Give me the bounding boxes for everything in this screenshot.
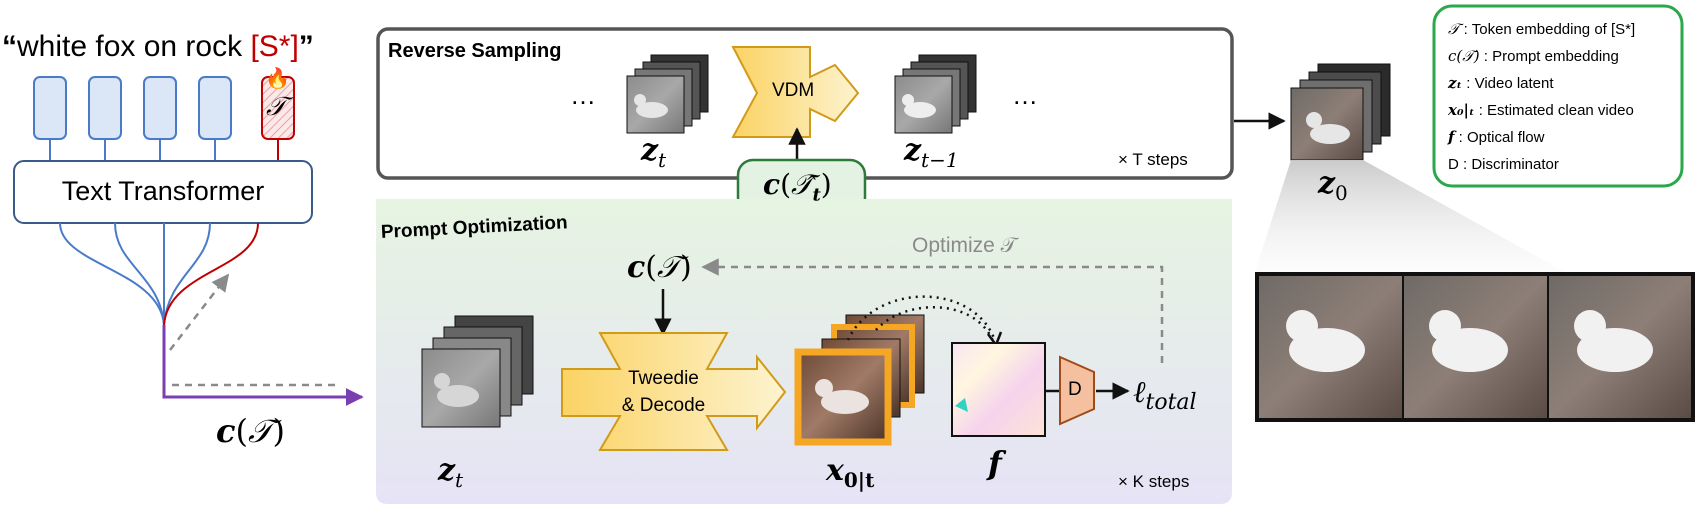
legend-row: 𝒯 : Token embedding of [S*] xyxy=(1448,16,1635,43)
zoom-funnel xyxy=(1255,160,1565,272)
cond-sub: t xyxy=(812,184,821,206)
reverse-zt-sub: t xyxy=(658,148,667,172)
loss-label: ℓtotal xyxy=(1133,375,1197,415)
legend-box xyxy=(1432,4,1684,188)
legend-row-text: : Optical flow xyxy=(1454,129,1545,146)
reverse-zt-label: zt xyxy=(641,133,666,172)
legend-row-text: : Prompt embedding xyxy=(1479,48,1619,65)
reverse-zt1-sub: t−1 xyxy=(921,148,959,172)
reverse-ellipsis-right: … xyxy=(1012,80,1038,110)
reverse-ellipsis-left: … xyxy=(570,80,596,110)
vdm-block xyxy=(731,46,860,138)
discriminator-label: D xyxy=(1068,379,1082,400)
reverse-zt1-stack xyxy=(894,54,977,134)
token-box-3 xyxy=(143,76,177,140)
legend-row: x₀|ₜ : Estimated clean video xyxy=(1448,97,1635,124)
reverse-sampling-title: Reverse Sampling xyxy=(388,40,562,62)
po-steps-label: × K steps xyxy=(1118,472,1190,491)
left-prompt-embedding-label: c(𝒯) xyxy=(216,412,285,451)
po-token-symbol: 𝒯 xyxy=(657,250,680,285)
z0-sub: 0 xyxy=(1335,181,1348,205)
reverse-zt-stack xyxy=(626,54,709,134)
legend-row: c(𝒯) : Prompt embedding xyxy=(1448,43,1635,70)
legend-row-symbol: x₀|ₜ xyxy=(1448,101,1475,119)
po-open-paren: ( xyxy=(645,250,657,285)
legend-row-symbol: zₜ xyxy=(1448,74,1463,92)
discriminator-block xyxy=(1059,355,1095,426)
cond-close-paren: ) xyxy=(820,168,832,201)
flow-label: f xyxy=(988,444,1002,482)
text-transformer-label: Text Transformer xyxy=(61,176,265,206)
z0-base: z xyxy=(1318,166,1336,201)
po-zt-base: z xyxy=(438,453,456,488)
fire-icon: 🔥 xyxy=(265,68,290,90)
cond-c-letter: c xyxy=(763,168,781,201)
loss-base: ℓ xyxy=(1133,375,1146,410)
legend-row-symbol: 𝒯 xyxy=(1448,20,1460,38)
legend-row-text: : Video latent xyxy=(1462,75,1554,92)
legend-row: zₜ : Video latent xyxy=(1448,70,1635,97)
token-box-4 xyxy=(198,76,232,140)
legend: 𝒯 : Token embedding of [S*] c(𝒯) : Promp… xyxy=(1448,16,1635,178)
x0t-base: x xyxy=(826,453,844,488)
left-close-paren: ) xyxy=(272,412,285,450)
x0t-stack xyxy=(794,314,925,446)
x0t-sub: 0|t xyxy=(843,468,875,492)
reverse-zt1-label: zt−1 xyxy=(904,133,959,172)
cond-open-paren: ( xyxy=(780,168,791,201)
left-open-paren: ( xyxy=(235,412,248,450)
prompt-text: “white fox on rock [S*]” xyxy=(2,30,314,64)
text-encoder-group xyxy=(13,76,364,406)
special-token-symbol: 𝒯 xyxy=(266,92,286,122)
token-box-1 xyxy=(33,76,67,140)
prompt-close-quote: ” xyxy=(298,30,314,63)
tweedie-label-line1: Tweedie xyxy=(628,368,699,389)
legend-row-symbol: c(𝒯) xyxy=(1448,47,1480,65)
prompt-optimization-panel xyxy=(376,199,1232,504)
po-close-paren: ) xyxy=(679,250,692,285)
po-zt-sub: t xyxy=(455,468,464,492)
cond-token-symbol: 𝒯̂ xyxy=(791,168,813,201)
vdm-label: VDM xyxy=(772,80,815,101)
legend-row-symbol: D xyxy=(1448,156,1459,173)
tweedie-decode-block xyxy=(561,332,787,451)
reverse-zt1-base: z xyxy=(904,133,922,168)
x0t-label: x0|t xyxy=(826,453,874,492)
z0-label: z0 xyxy=(1318,166,1348,205)
optical-flow-image xyxy=(951,342,1046,437)
legend-row-text: : Discriminator xyxy=(1458,156,1559,173)
tweedie-label-line2: & Decode xyxy=(621,395,706,416)
optimize-label: Optimize 𝒯 xyxy=(912,234,1017,257)
reverse-steps-label: × T steps xyxy=(1118,150,1188,169)
legend-row-text: : Estimated clean video xyxy=(1474,102,1634,119)
legend-row-text: : Token embedding of [S*] xyxy=(1459,21,1636,38)
z0-stack xyxy=(1290,63,1391,161)
po-c-label: c(𝒯) xyxy=(627,250,692,285)
legend-row-symbol: f xyxy=(1448,128,1455,146)
legend-row: D : Discriminator xyxy=(1448,151,1635,178)
po-c-letter: c xyxy=(627,250,646,285)
left-c-letter: c xyxy=(216,412,236,450)
po-zt-label: zt xyxy=(438,453,463,492)
reverse-sampling-panel xyxy=(376,27,1234,215)
left-token-symbol: 𝒯 xyxy=(247,412,273,450)
output-video-strip xyxy=(1255,272,1695,422)
loss-sub: total xyxy=(1145,390,1197,415)
prompt-open-quote: “ xyxy=(2,30,17,63)
legend-row: f : Optical flow xyxy=(1448,124,1635,151)
po-zt-stack xyxy=(421,315,534,428)
prompt-special-token: [S*] xyxy=(250,30,299,63)
cond-label: c(𝒯̂t) xyxy=(763,168,832,206)
prompt-words: white fox on rock xyxy=(17,30,251,63)
reverse-zt-base: z xyxy=(641,133,659,168)
token-box-2 xyxy=(88,76,122,140)
